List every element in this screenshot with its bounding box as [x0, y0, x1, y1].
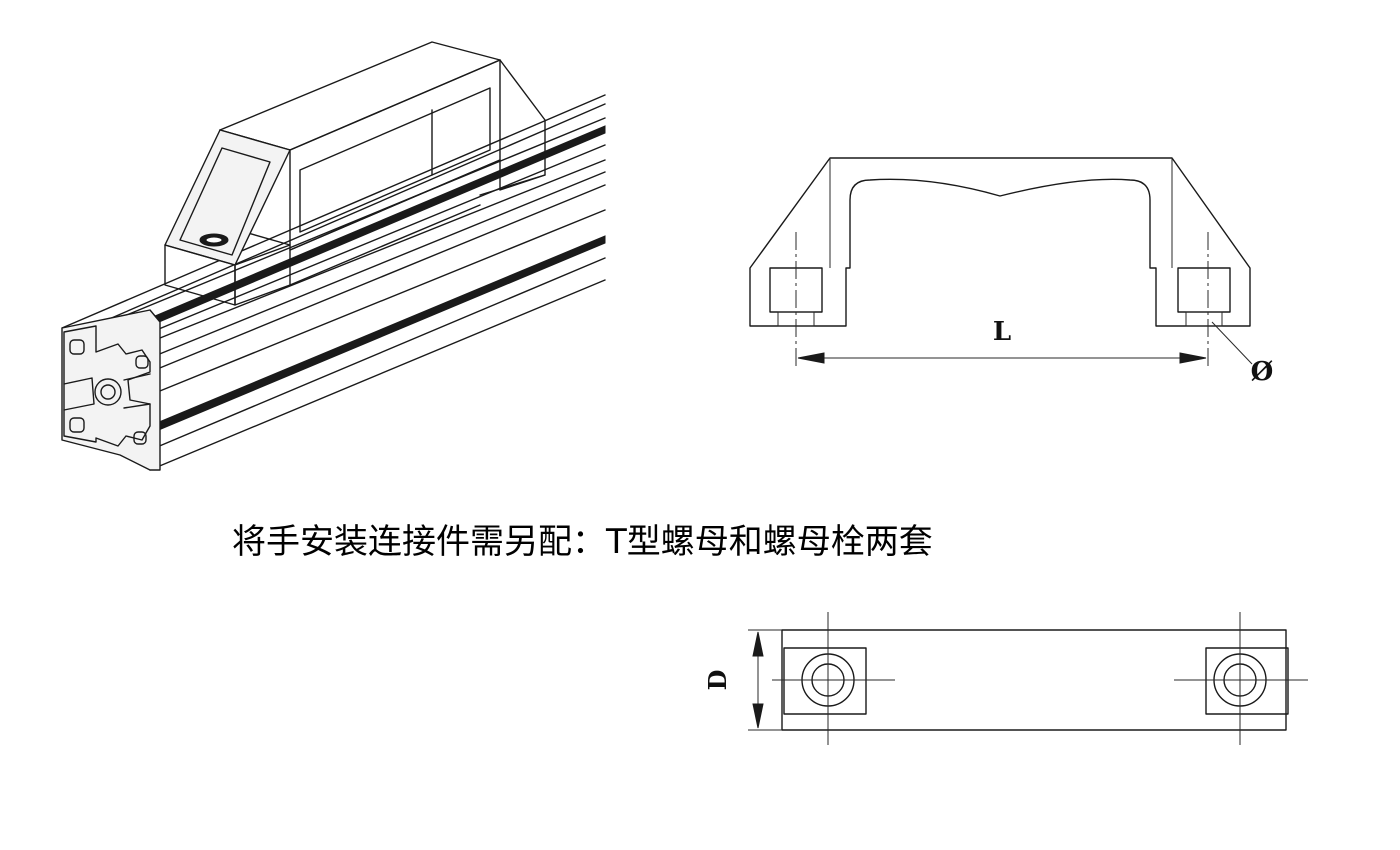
diameter-callout: Ø	[1211, 321, 1274, 387]
handle-3d	[164, 41, 546, 306]
diameter-label: Ø	[1251, 357, 1274, 387]
length-dimension: L	[797, 317, 1207, 364]
depth-label: D	[703, 670, 732, 691]
isometric-view	[61, 41, 606, 471]
top-view: D	[703, 612, 1308, 745]
aluminium-profile	[61, 94, 606, 471]
depth-dimension: D	[703, 631, 764, 729]
front-view: L Ø	[749, 157, 1274, 387]
caption-text: 将手安装连接件需另配：T型螺母和螺母栓两套	[232, 522, 933, 562]
length-label: L	[993, 317, 1011, 347]
